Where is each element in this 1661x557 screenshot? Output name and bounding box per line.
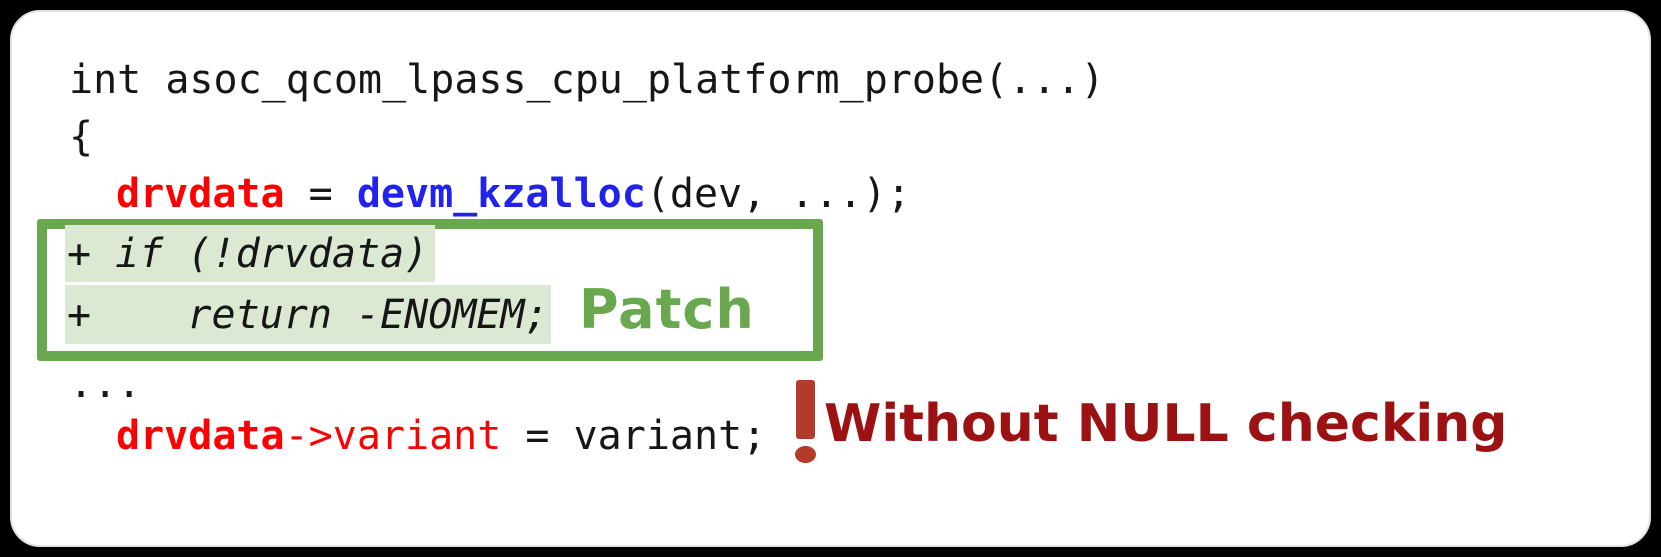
patch-added-line-2: + return -ENOMEM; — [65, 285, 551, 344]
code-token-variant-member: ->variant — [284, 413, 502, 459]
code-line-variant-assignment: drvdata->variant = variant; — [116, 408, 766, 465]
patch-code-return-enomem: + return -ENOMEM; — [67, 291, 549, 338]
warning-label: Without NULL checking — [824, 394, 1508, 454]
code-card: int asoc_qcom_lpass_cpu_platform_probe(.… — [10, 10, 1651, 547]
code-token-drvdata: drvdata — [116, 171, 285, 217]
code-token-devm-kzalloc: devm_kzalloc — [356, 171, 646, 217]
patch-outline-box — [37, 219, 823, 361]
code-token-assignment-rest: = variant; — [501, 413, 767, 459]
patch-label: Patch — [579, 278, 755, 341]
code-line-function-signature: int asoc_qcom_lpass_cpu_platform_probe(.… — [69, 57, 1105, 103]
exclamation-icon — [795, 380, 817, 464]
code-line-ellipsis: ... — [69, 361, 142, 407]
code-token-assign-operator: = — [284, 171, 357, 217]
patch-code-if-null-check: + if (!drvdata) — [67, 230, 429, 277]
code-line-open-brace: { — [69, 114, 94, 160]
exclamation-bar — [796, 380, 815, 439]
code-line-allocation: drvdata = devm_kzalloc(dev, ...); — [116, 166, 911, 223]
code-token-call-args: (dev, ...); — [645, 171, 911, 217]
code-token-drvdata-deref: drvdata — [116, 413, 285, 459]
patch-added-line-1: + if (!drvdata) — [65, 225, 435, 282]
exclamation-dot — [795, 446, 816, 463]
